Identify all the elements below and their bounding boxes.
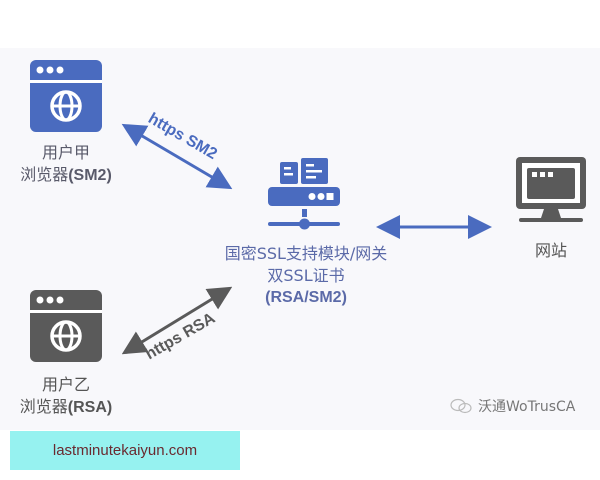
browser-b-type-cipher: (RSA) xyxy=(67,399,113,416)
gateway-cert-algorithms: (RSA/SM2) xyxy=(265,289,347,306)
browser-a-type-cipher: (SM2) xyxy=(68,167,112,184)
browser-a-label: 用户甲 浏览器(SM2) xyxy=(6,142,126,187)
rsa-arrow xyxy=(121,286,233,355)
gateway-cert: 双SSL证书 xyxy=(267,266,345,285)
website-label: 网站 xyxy=(534,241,567,260)
server-network-icon xyxy=(268,158,340,230)
gateway-label: 国密SSL支持模块/网关 双SSL证书 (RSA/SM2) xyxy=(190,243,422,309)
browser-globe-icon xyxy=(30,290,102,362)
browser-b-label: 用户乙 浏览器(RSA) xyxy=(6,374,126,419)
browser-a-type: 浏览器(SM2) xyxy=(6,164,126,187)
site-banner[interactable]: lastminutekaiyun.com xyxy=(10,431,240,470)
banner-link-text[interactable]: lastminutekaiyun.com xyxy=(52,442,198,459)
browser-b-name: 用户乙 xyxy=(41,375,90,394)
watermark: 沃通WoTrusCA xyxy=(450,396,575,416)
browser-b-type: 浏览器(RSA) xyxy=(6,396,126,419)
browser-a-name: 用户甲 xyxy=(41,143,90,162)
sm2-arrow xyxy=(121,123,233,190)
browser-a-type-prefix: 浏览器 xyxy=(20,165,69,184)
monitor-icon xyxy=(516,157,586,222)
wechat-icon xyxy=(450,398,472,414)
browser-globe-icon xyxy=(30,60,102,132)
browser-b-type-prefix: 浏览器 xyxy=(19,397,68,416)
gateway-name: 国密SSL支持模块/网关 xyxy=(224,244,388,263)
watermark-text: 沃通WoTrusCA xyxy=(478,399,576,415)
